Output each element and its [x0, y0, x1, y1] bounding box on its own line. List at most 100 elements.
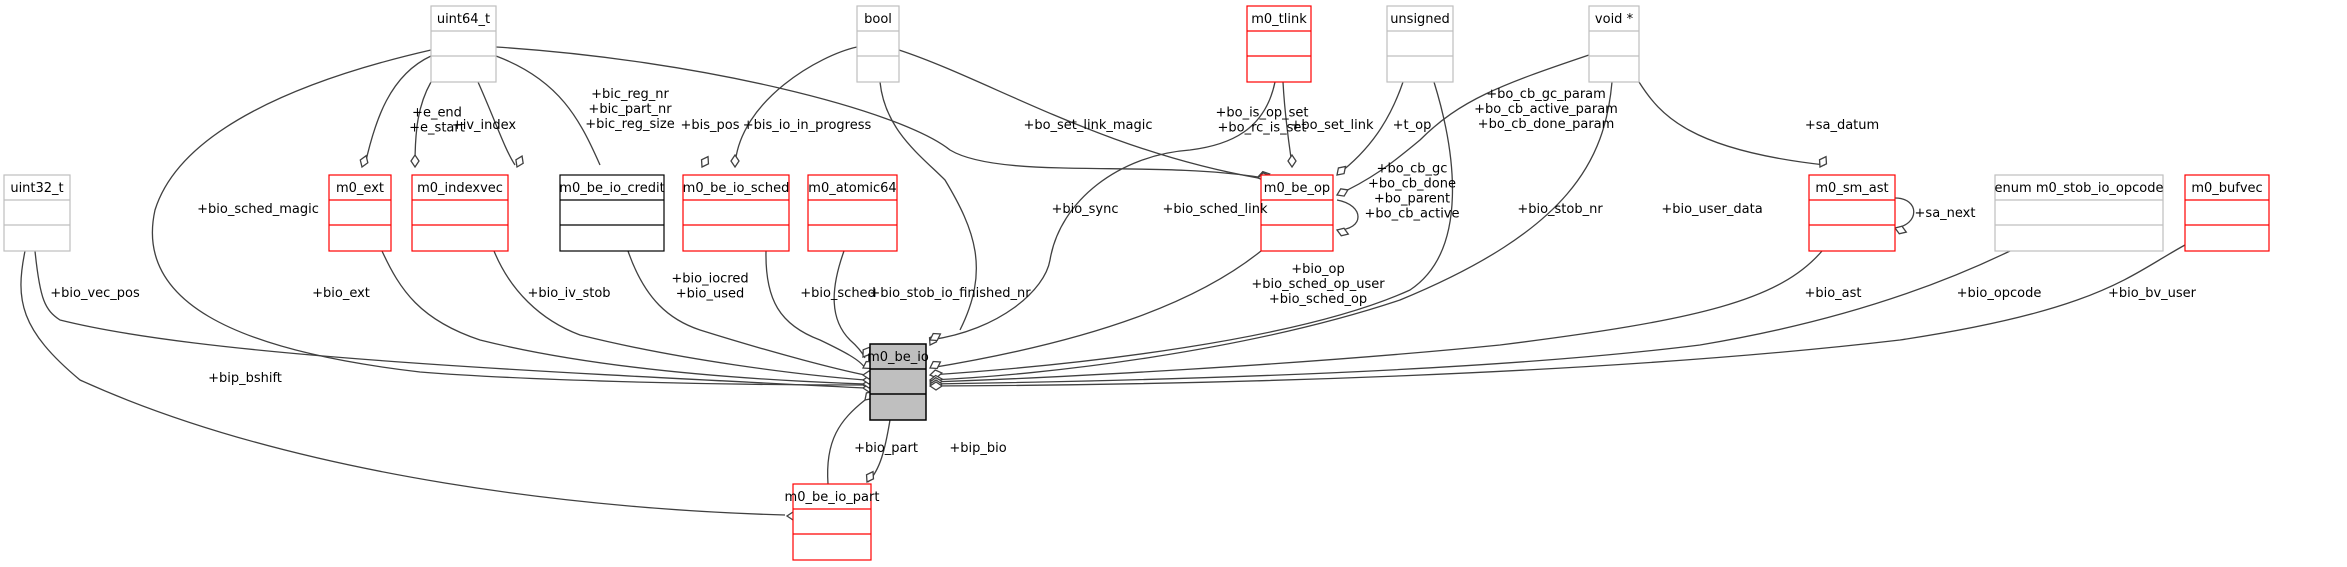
relation-line — [826, 399, 866, 485]
relation-label: +bio_iocred — [671, 272, 748, 287]
class-box — [1246, 5, 1312, 83]
relation-label: +bio_ext — [312, 286, 370, 301]
class-node-m0-indexvec[interactable]: m0_indexvec — [411, 174, 509, 252]
class-node-unsigned[interactable]: unsigned — [1386, 5, 1454, 83]
class-name: m0_indexvec — [417, 181, 503, 196]
relation-label: +bo_cb_gc — [1377, 162, 1448, 177]
class-box — [1994, 174, 2164, 252]
class-box — [1386, 5, 1454, 83]
class-node-m0-ext[interactable]: m0_ext — [328, 174, 392, 252]
relation-m0-be-op-to-m0-be-io — [928, 250, 1262, 370]
relation-line — [929, 250, 1823, 383]
class-box — [792, 483, 872, 561]
class-node-m0-be-io-part[interactable]: m0_be_io_part — [785, 483, 880, 561]
relation-unsigned-to-m0-be-op — [1336, 81, 1404, 176]
class-name: unsigned — [1390, 12, 1450, 27]
relation-label: +bo_set_link_magic — [1023, 118, 1152, 133]
class-box — [328, 174, 392, 252]
relation-label: +bo_cb_gc_param — [1486, 87, 1606, 102]
relation-label: +bio_part — [854, 441, 918, 456]
relation-unsigned-to-m0-be-io — [928, 81, 1454, 379]
relation-line — [1336, 199, 1359, 231]
relation-line — [929, 250, 1262, 369]
aggregation-diamond-icon — [1287, 153, 1297, 169]
relation-uint64-t-to-m0-indexvec — [410, 81, 432, 169]
class-node-m0-tlink[interactable]: m0_tlink — [1246, 5, 1312, 83]
relation-label: +bio_stob_nr — [1517, 202, 1603, 217]
relation-m0-tlink-to-m0-be-op — [1282, 81, 1297, 169]
relation-uint32-t-to-m0-be-io — [34, 250, 877, 393]
edges-layer — [20, 46, 2186, 521]
relation-line — [929, 81, 1454, 376]
class-node-m0-sm-ast[interactable]: m0_sm_ast — [1808, 174, 1896, 252]
relation-label: +sa_datum — [1805, 118, 1879, 133]
class-box — [807, 174, 898, 252]
edge-labels-layer: +e_end+e_start+iv_index+bic_reg_nr+bic_p… — [50, 87, 2196, 456]
class-name: enum m0_stob_io_opcode — [1995, 181, 2164, 196]
relation-line — [898, 49, 1259, 179]
relation-label: +bic_part_nr — [588, 102, 672, 117]
relation-void-ptr-to-m0-sm-ast — [1638, 81, 1828, 169]
relation-uint64-t-to-m0-be-io-credit — [477, 81, 524, 169]
class-node-m0-stob-io-opcode[interactable]: enum m0_stob_io_opcode — [1994, 174, 2164, 252]
relation-line — [879, 81, 978, 331]
class-node-bool[interactable]: bool — [856, 5, 900, 83]
relation-label: +e_start — [409, 121, 465, 136]
relation-label: +bo_rc_is_set — [1217, 121, 1306, 136]
relation-label: +bio_vec_pos — [50, 286, 140, 301]
relation-line — [627, 250, 866, 376]
class-name: m0_be_io_credit — [559, 181, 664, 196]
class-node-m0-be-op[interactable]: m0_be_op — [1260, 174, 1334, 252]
class-name: m0_bufvec — [2191, 181, 2262, 196]
class-name: m0_be_io_sched — [683, 181, 790, 196]
relation-label: +bo_is_op_set — [1215, 106, 1308, 121]
relation-m0-sm-ast-to-m0-be-io — [928, 250, 1823, 387]
class-name: m0_ext — [336, 181, 384, 196]
relation-m0-be-io-part-to-m0-be-io — [826, 390, 875, 485]
relation-m0-be-io-to-m0-be-io-part — [865, 419, 891, 484]
relation-m0-bufvec-to-m0-be-io — [928, 244, 2186, 391]
relation-line — [364, 55, 432, 166]
relation-label: +bio_iv_stob — [527, 286, 610, 301]
class-box — [3, 174, 71, 252]
class-node-m0-bufvec[interactable]: m0_bufvec — [2184, 174, 2270, 252]
class-node-m0-be-io[interactable]: m0_be_io — [867, 343, 929, 421]
relation-label: +bic_reg_nr — [591, 87, 669, 102]
relation-m0-tlink-to-m0-be-io — [928, 81, 1276, 342]
relation-label: +bio_sched — [800, 286, 876, 301]
class-node-uint64-t[interactable]: uint64_t — [430, 5, 497, 83]
class-name: void * — [1595, 12, 1634, 27]
relation-label: +bo_cb_active — [1364, 207, 1459, 222]
relation-label: +bic_reg_size — [585, 117, 674, 132]
class-node-m0-be-io-sched[interactable]: m0_be_io_sched — [682, 174, 790, 252]
relation-label: +e_end — [412, 106, 462, 121]
class-box — [856, 5, 900, 83]
relation-label: +t_op — [1393, 118, 1432, 133]
relation-label: +sa_next — [1915, 206, 1976, 221]
relation-line — [929, 244, 2186, 387]
aggregation-diamond-icon — [1335, 227, 1350, 237]
class-node-uint32-t[interactable]: uint32_t — [3, 174, 71, 252]
aggregation-diamond-icon — [928, 360, 942, 370]
class-name: m0_be_io_part — [785, 490, 880, 505]
relation-label: +bip_bio — [949, 441, 1006, 456]
class-node-void-ptr[interactable]: void * — [1588, 5, 1640, 83]
aggregation-diamond-icon — [1335, 188, 1349, 197]
relation-label: +bo_cb_active_param — [1474, 102, 1618, 117]
relation-line — [34, 250, 866, 389]
relation-label: +bio_op — [1291, 262, 1344, 277]
relation-label: +bo_set_link — [1291, 118, 1374, 133]
class-box — [1588, 5, 1640, 83]
class-node-m0-atomic64[interactable]: m0_atomic64 — [807, 174, 898, 252]
class-node-m0-be-io-credit[interactable]: m0_be_io_credit — [559, 174, 665, 252]
class-box — [430, 5, 497, 83]
relation-line — [151, 49, 866, 386]
relation-label: +bio_sync — [1051, 202, 1118, 217]
relation-line — [1638, 81, 1826, 166]
aggregation-diamond-icon — [700, 155, 710, 169]
relation-m0-be-op-to-m0-be-op — [1335, 199, 1359, 237]
class-name: m0_sm_ast — [1815, 181, 1888, 196]
aggregation-diamond-icon — [1818, 155, 1828, 169]
relation-label: +bio_sched_link — [1162, 202, 1268, 217]
class-box — [559, 174, 665, 252]
